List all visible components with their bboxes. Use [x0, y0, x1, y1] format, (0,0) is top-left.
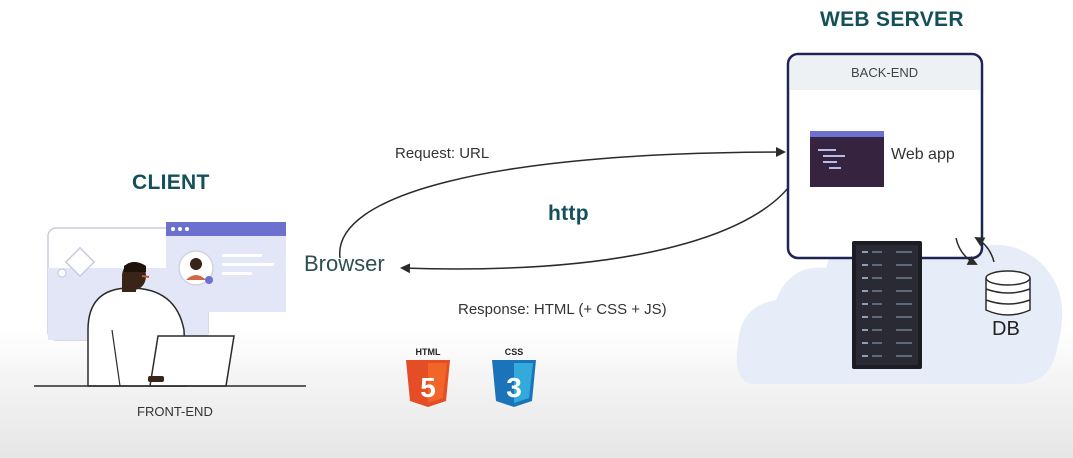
rack-led [862, 277, 868, 279]
rack-led [862, 290, 868, 292]
web-app-icon [810, 131, 884, 187]
svg-text:CSS: CSS [505, 347, 524, 357]
rack-led [872, 303, 882, 305]
svg-text:5: 5 [420, 372, 436, 403]
rack-led [862, 316, 868, 318]
html5-icon: HTML 5 [406, 347, 450, 407]
rack-led [872, 342, 882, 344]
rack-led [896, 342, 912, 344]
rack-led [896, 290, 912, 292]
svg-text:HTML: HTML [416, 347, 441, 357]
db-sync-arrow-down [955, 237, 978, 265]
protocol-label: http [548, 202, 589, 225]
rack-led [862, 303, 868, 305]
response-arrow [400, 179, 795, 274]
dot-icon [57, 268, 67, 278]
diamond-icon [64, 246, 96, 278]
rack-led [862, 342, 868, 344]
profile-window [166, 222, 286, 312]
rack-led [872, 277, 882, 279]
rack-led [872, 290, 882, 292]
rack-led [896, 355, 912, 357]
web-server-title: WEB SERVER [820, 8, 964, 31]
rack-led [872, 329, 882, 331]
back-end-label: BACK-END [851, 65, 919, 80]
browser-label: Browser [304, 251, 385, 276]
rack-led [896, 264, 912, 266]
response-label: Response: HTML (+ CSS + JS) [458, 301, 667, 318]
request-arrow [339, 147, 786, 259]
svg-text:3: 3 [506, 372, 522, 403]
css3-icon: CSS 3 [492, 347, 536, 407]
db-label: DB [992, 318, 1020, 340]
db-sync-arrow-up [974, 237, 995, 263]
rack-led [896, 277, 912, 279]
rack-led [872, 355, 882, 357]
rack-led [896, 329, 912, 331]
front-end-label: FRONT-END [137, 404, 213, 419]
db-icon [985, 270, 1031, 316]
rack-led [872, 264, 882, 266]
request-label: Request: URL [395, 145, 490, 162]
client-illustration [34, 222, 306, 387]
web-app-label: Web app [891, 146, 955, 163]
rack-led [896, 303, 912, 305]
rack-led [862, 251, 868, 253]
rack-led [872, 251, 882, 253]
rack-led [872, 316, 882, 318]
rack-led [896, 316, 912, 318]
rack-led [862, 264, 868, 266]
back-end-box [786, 52, 984, 260]
laptop-icon [148, 335, 235, 387]
rack-led [862, 329, 868, 331]
rack-led [862, 355, 868, 357]
client-title: CLIENT [132, 171, 210, 194]
server-rack-icon [852, 241, 922, 369]
rack-led [896, 251, 912, 253]
